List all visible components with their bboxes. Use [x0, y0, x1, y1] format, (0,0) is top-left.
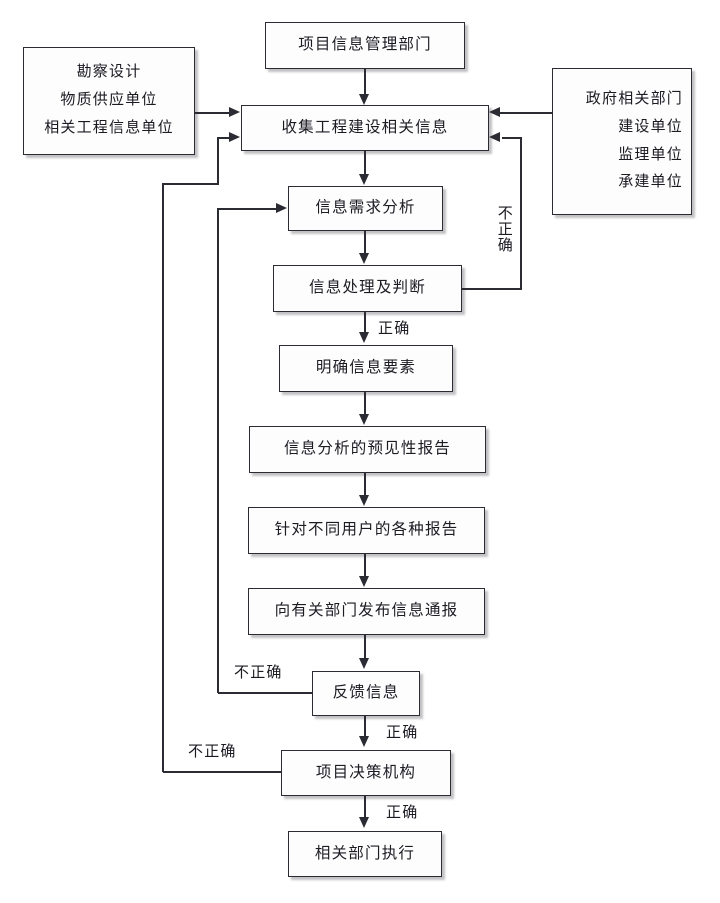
- arrowhead-feedback-incorrect-to-demand: [276, 202, 287, 213]
- edge-projectinfo-to-collect: [364, 69, 366, 96]
- node-left-sources[interactable]: 勘察设计 物质供应单位 相关工程信息单位: [23, 47, 195, 155]
- edge-leftsources-to-collect: [195, 112, 230, 114]
- edge-publish-to-feedback: [364, 635, 366, 659]
- arrowhead-publish-to-feedback: [358, 658, 369, 669]
- node-label: 项目决策机构: [315, 763, 417, 781]
- node-label-line-1: 勘察设计: [76, 64, 142, 81]
- edge-predictive-to-userreports: [364, 473, 366, 496]
- arrowhead-predictive-to-userreports: [358, 495, 369, 506]
- node-predictive-report[interactable]: 信息分析的预见性报告: [249, 426, 486, 473]
- node-label: 信息分析的预见性报告: [283, 440, 451, 458]
- edge-decision-incorrect-riser: [217, 137, 219, 184]
- node-label: 反馈信息: [332, 684, 400, 702]
- edge-decision-incorrect-entry: [218, 137, 230, 139]
- edge-userreports-to-publish: [364, 554, 366, 577]
- node-label: 项目信息管理部门: [298, 36, 432, 54]
- edge-label-feedback-correct: 正确: [386, 725, 419, 741]
- edge-decision-incorrect-bottom: [163, 771, 282, 773]
- node-label: 信息处理及判断: [309, 279, 426, 297]
- arrowhead-clarify-to-predictive: [358, 414, 369, 425]
- node-right-sources[interactable]: 政府相关部门 建设单位 监理单位 承建单位: [552, 68, 692, 215]
- edge-decision-incorrect-top: [163, 183, 219, 185]
- arrowhead-process-to-clarify: [358, 332, 369, 343]
- node-label: 向有关部门发布信息通报: [274, 602, 459, 620]
- arrowhead-decision-to-execute: [358, 817, 369, 828]
- edge-process-incorrect-right: [520, 137, 522, 289]
- edge-demand-to-process: [364, 231, 366, 254]
- edge-feedback-incorrect-bottom: [218, 692, 313, 694]
- edge-feedback-to-decision: [364, 716, 366, 737]
- edge-feedback-incorrect-top: [218, 208, 276, 210]
- arrowhead-projectinfo-to-collect: [358, 94, 369, 105]
- node-label: 针对不同用户的各种报告: [274, 521, 459, 539]
- edge-process-incorrect-top: [502, 137, 522, 139]
- arrowhead-demand-to-process: [358, 253, 369, 264]
- arrowhead-rightsources-to-collect: [489, 106, 500, 117]
- node-label-line-2: 物质供应单位: [60, 92, 158, 109]
- node-project-info-dept[interactable]: 项目信息管理部门: [265, 22, 465, 69]
- edge-collect-to-demand: [364, 151, 366, 175]
- arrowhead-process-incorrect-to-collect: [489, 131, 500, 142]
- edge-process-to-clarify: [364, 312, 366, 333]
- node-label-line-3: 相关工程信息单位: [44, 119, 174, 136]
- edge-decision-incorrect-left: [162, 183, 164, 772]
- edge-process-incorrect-bottom: [462, 288, 522, 290]
- arrowhead-feedback-to-decision: [358, 736, 369, 747]
- node-decision-body[interactable]: 项目决策机构: [281, 750, 451, 796]
- edge-label-process-incorrect: 不正确: [495, 205, 512, 253]
- arrowhead-decision-incorrect-to-collect: [229, 131, 240, 142]
- edge-decision-to-execute: [364, 796, 366, 818]
- arrowhead-collect-to-demand: [358, 174, 369, 185]
- edge-label-process-correct: 正确: [378, 321, 411, 337]
- arrowhead-userreports-to-publish: [358, 576, 369, 587]
- node-label-line-4: 承建单位: [618, 174, 683, 191]
- node-publish-bulletin[interactable]: 向有关部门发布信息通报: [248, 588, 485, 635]
- arrowhead-leftsources-to-collect: [229, 106, 240, 117]
- node-collect-info[interactable]: 收集工程建设相关信息: [241, 105, 489, 151]
- node-label-line-3: 监理单位: [618, 146, 683, 163]
- node-label: 明确信息要素: [315, 359, 417, 377]
- node-label: 相关部门执行: [314, 844, 416, 862]
- edge-rightsources-to-collect: [500, 112, 552, 114]
- node-label-line-2: 建设单位: [618, 118, 683, 135]
- edge-clarify-to-predictive: [364, 392, 366, 415]
- node-clarify-elements[interactable]: 明确信息要素: [279, 345, 453, 392]
- node-demand-analysis[interactable]: 信息需求分析: [288, 186, 443, 231]
- edge-label-feedback-incorrect: 不正确: [234, 665, 283, 681]
- node-label: 信息需求分析: [315, 199, 416, 217]
- edge-label-decision-incorrect: 不正确: [188, 744, 237, 760]
- node-dept-execute[interactable]: 相关部门执行: [288, 831, 442, 877]
- node-process-judge[interactable]: 信息处理及判断: [273, 265, 462, 312]
- node-user-reports[interactable]: 针对不同用户的各种报告: [248, 507, 485, 554]
- edge-feedback-incorrect-left: [217, 208, 219, 693]
- node-feedback-info[interactable]: 反馈信息: [312, 671, 420, 716]
- node-label-line-1: 政府相关部门: [585, 91, 683, 107]
- edge-label-decision-correct: 正确: [386, 805, 419, 821]
- node-label: 收集工程建设相关信息: [281, 118, 449, 136]
